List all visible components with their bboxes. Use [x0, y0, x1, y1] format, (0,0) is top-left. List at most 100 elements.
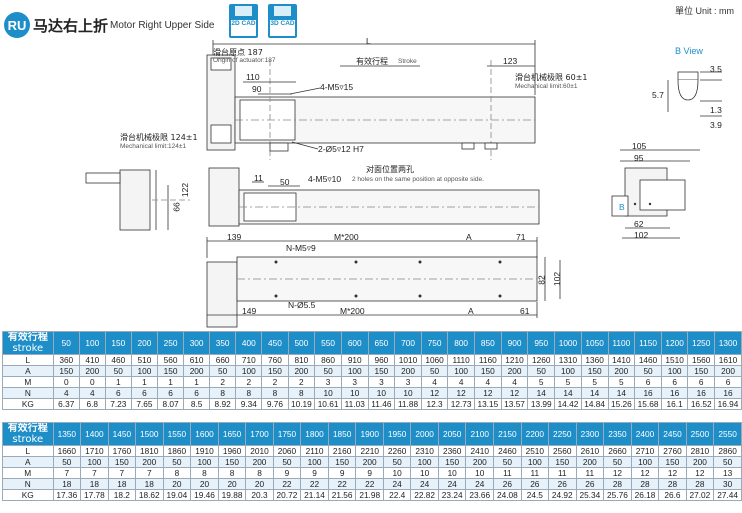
table-cell: 16 — [660, 387, 689, 399]
table-cell: 20 — [190, 478, 219, 490]
table-cell: 2160 — [327, 445, 357, 457]
table-cell: 1 — [104, 376, 132, 388]
table-cell: 100 — [300, 456, 329, 468]
stroke-cell: 1000 — [554, 331, 582, 355]
table-cell: 510 — [130, 354, 159, 366]
stroke-cell: 700 — [394, 331, 422, 355]
stroke-cell: 2400 — [630, 422, 660, 446]
table-cell: 100 — [630, 456, 660, 468]
row-label: KG — [2, 398, 54, 410]
stroke-cell: 1800 — [300, 422, 329, 446]
table-cell: 27.02 — [685, 489, 715, 501]
dim-110: 110 — [246, 72, 260, 82]
stroke-cell: 1900 — [355, 422, 385, 446]
table-cell: 18.2 — [107, 489, 136, 501]
table-cell: 11 — [520, 467, 549, 479]
table-cell: 16.1 — [660, 398, 689, 410]
stroke-cell: 150 — [104, 331, 132, 355]
table-cell: 200 — [465, 456, 495, 468]
table-cell: 7 — [80, 467, 109, 479]
table-cell: 12 — [473, 387, 502, 399]
cad-3d-button[interactable]: 3D CAD — [268, 4, 297, 38]
stroke-cell: 2250 — [547, 422, 577, 446]
table-cell: 12 — [603, 467, 632, 479]
callout-pin-holes: 2-Ø5▿12 H7 — [318, 144, 364, 154]
table-cell: 13.57 — [500, 398, 529, 410]
dim-62: 62 — [634, 219, 644, 229]
stroke-cell: 1400 — [80, 422, 109, 446]
table-cell: 9 — [272, 467, 302, 479]
table-cell: 50 — [634, 365, 662, 377]
stroke-cell: 800 — [447, 331, 475, 355]
table-cell: 7.23 — [104, 398, 132, 410]
table-cell: 150 — [367, 365, 396, 377]
table-cell: 2460 — [493, 445, 522, 457]
table-cell: 4 — [78, 387, 106, 399]
table-cell: 12 — [500, 387, 529, 399]
stroke-cell: 350 — [209, 331, 237, 355]
table-cell: 18 — [107, 478, 136, 490]
table-cell: 2010 — [245, 445, 274, 457]
table-cell: 22.4 — [383, 489, 412, 501]
dim-139: 139 — [227, 232, 242, 242]
cad-2d-label: 2D CAD — [231, 20, 256, 36]
table-cell: 10 — [367, 387, 396, 399]
table-cell: 13 — [713, 467, 742, 479]
callout-n-m5: N-M5▿9 — [286, 243, 316, 253]
header: RU 马达右上折 Motor Right Upper Side 2D CAD 3… — [0, 0, 742, 40]
table-cell: 100 — [190, 456, 219, 468]
table-cell: 10 — [465, 467, 495, 479]
row-label: A — [2, 365, 54, 377]
table-cell: 12.3 — [420, 398, 449, 410]
table-cell: 22 — [355, 478, 385, 490]
table-cell: 2 — [287, 376, 316, 388]
stroke-cell: 1500 — [134, 422, 164, 446]
table-cell: 10.19 — [287, 398, 316, 410]
table-cell: 1260 — [527, 354, 556, 366]
stroke-cell: 1950 — [383, 422, 412, 446]
table-cell: 12.73 — [447, 398, 475, 410]
table-cell: 11.88 — [394, 398, 422, 410]
table-cell: 14.84 — [580, 398, 609, 410]
table-cell: 14 — [607, 387, 636, 399]
table-cell: 2060 — [272, 445, 302, 457]
dim-123: 123 — [503, 56, 518, 66]
table-cell: 5 — [580, 376, 609, 388]
table-cell: 50 — [209, 365, 237, 377]
table-cell: 200 — [245, 456, 274, 468]
table-cell: 5 — [607, 376, 636, 388]
cad-2d-button[interactable]: 2D CAD — [229, 4, 258, 38]
stroke-cell: 1150 — [634, 331, 662, 355]
table-cell: 150 — [687, 365, 716, 377]
stroke-cell: 1300 — [714, 331, 742, 355]
table-cell: 17.36 — [52, 489, 82, 501]
table-cell: 12 — [447, 387, 475, 399]
table-cell: 9 — [327, 467, 357, 479]
table-cell: 660 — [209, 354, 237, 366]
table-cell: 0 — [78, 376, 106, 388]
table-cell: 16 — [634, 387, 662, 399]
table-cell: 3 — [367, 376, 396, 388]
stroke-cell: 650 — [367, 331, 396, 355]
table-cell: 7 — [52, 467, 82, 479]
row-label: L — [2, 445, 54, 457]
table-cell: 25.76 — [603, 489, 632, 501]
table-cell: 11 — [493, 467, 522, 479]
table-cell: 1960 — [217, 445, 247, 457]
table-cell: 150 — [52, 365, 80, 377]
table-cell: 21.98 — [355, 489, 385, 501]
table-cell: 6 — [634, 376, 662, 388]
table-cell: 8 — [287, 387, 316, 399]
origin-value: 187 — [247, 48, 263, 57]
table-cell: 8 — [261, 387, 289, 399]
table-cell: 23.24 — [437, 489, 467, 501]
table-cell: 1310 — [554, 354, 582, 366]
table-cell: 150 — [107, 456, 136, 468]
table-cell: 0 — [52, 376, 80, 388]
table-cell: 2710 — [630, 445, 660, 457]
